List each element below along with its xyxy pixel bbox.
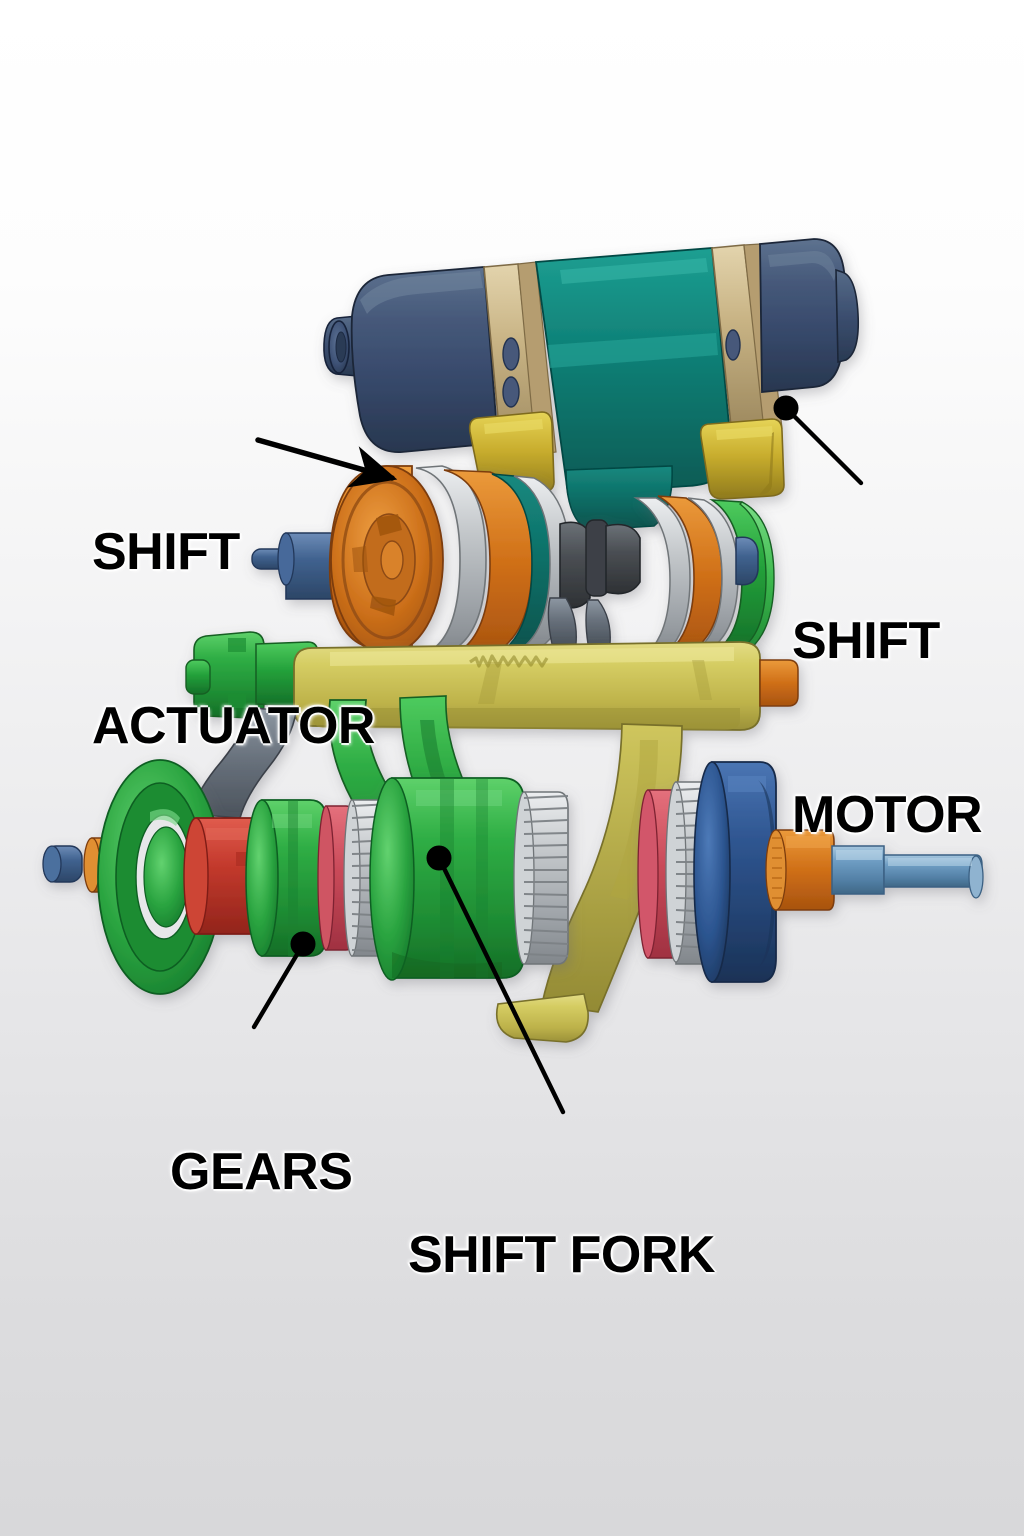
motor-center-housing xyxy=(534,247,733,495)
label-shift-motor: SHIFT MOTOR xyxy=(792,496,983,960)
label-gears: GEARS xyxy=(170,1027,353,1317)
dog-ring-2 xyxy=(513,791,569,965)
label-shift-actuator-line2: ACTUATOR xyxy=(92,697,375,755)
leader-shift-actuator xyxy=(255,437,398,488)
output-shaft xyxy=(831,845,984,899)
leader-shift-fork xyxy=(426,845,566,1115)
leader-gears xyxy=(251,931,316,1030)
label-shift-fork-line1: SHIFT FORK xyxy=(408,1226,715,1284)
label-shift-fork: SHIFT FORK xyxy=(408,1110,715,1400)
motor-output-neck xyxy=(565,465,673,531)
actuator-right-stub xyxy=(735,536,759,586)
motor-can-left xyxy=(350,266,499,453)
shift-fork-foot xyxy=(495,993,589,1043)
leader-lines xyxy=(251,395,864,1115)
motor-right-cap xyxy=(835,268,860,364)
gear-shaft-assembly xyxy=(42,759,984,995)
cam-lobe xyxy=(547,519,641,645)
gear-hub-1 xyxy=(245,799,327,957)
label-shift-motor-line2: MOTOR xyxy=(792,786,983,844)
output-gear xyxy=(693,761,777,983)
motor-left-boss xyxy=(323,315,359,377)
label-shift-actuator: SHIFT ACTUATOR xyxy=(92,407,375,871)
rail-end-cap xyxy=(759,659,799,707)
gear-ring-left xyxy=(97,759,223,995)
input-shaft-stub xyxy=(42,845,83,883)
shift-motor-assembly xyxy=(323,238,860,554)
output-bearing-collar xyxy=(765,829,835,911)
label-shift-motor-line1: SHIFT xyxy=(792,612,940,670)
label-shift-actuator-line1: SHIFT xyxy=(92,523,240,581)
rail-engraving xyxy=(469,654,549,668)
shift-actuator-assembly xyxy=(251,465,775,661)
label-gears-line1: GEARS xyxy=(170,1143,353,1201)
leader-shift-motor xyxy=(773,395,864,486)
